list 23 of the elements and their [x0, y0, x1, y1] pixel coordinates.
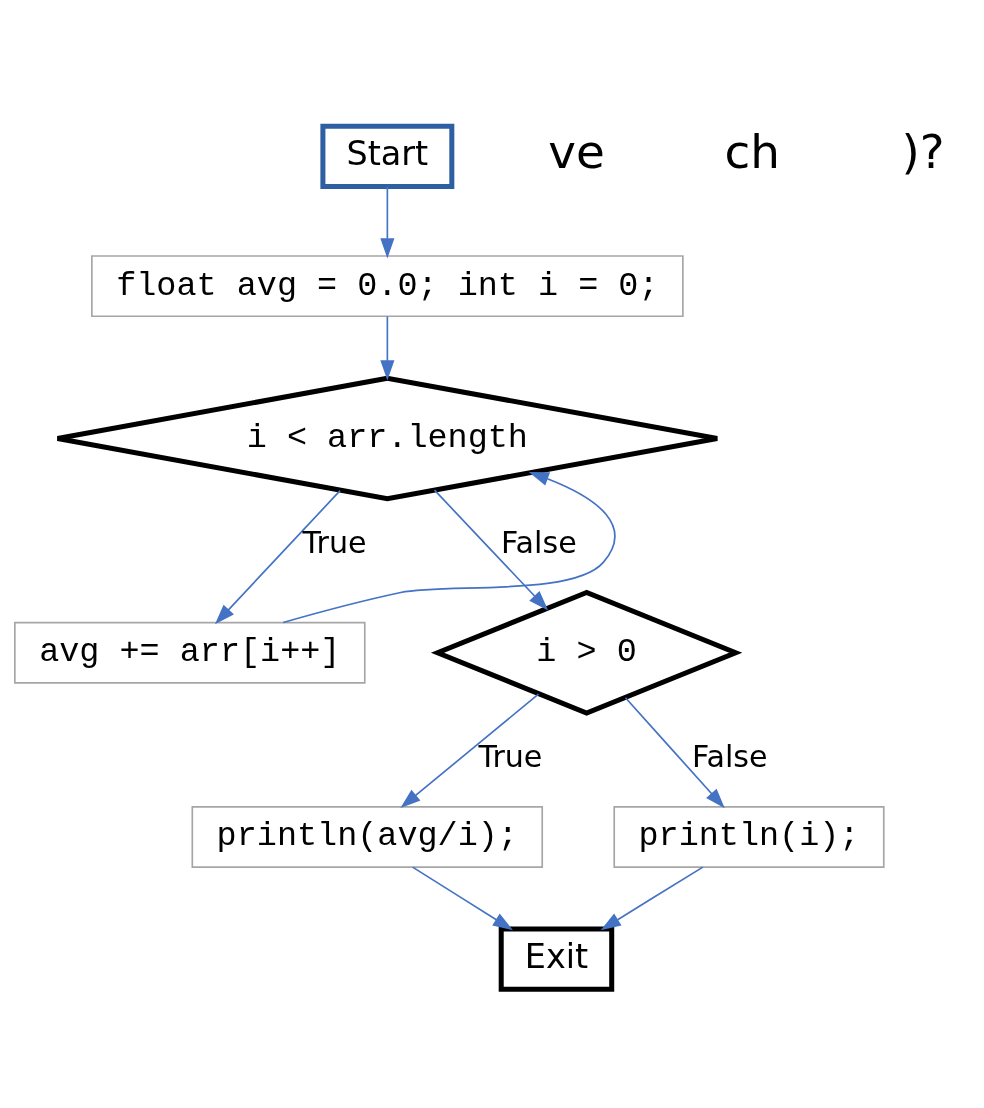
arrow: [600, 866, 704, 931]
arrow: [282, 471, 616, 624]
edge-label: True: [302, 525, 367, 560]
node-box: Start: [320, 123, 455, 189]
edge-label: False: [501, 525, 577, 560]
node-box: Exit: [498, 926, 615, 992]
label: ve: [548, 123, 605, 179]
arrow: [214, 489, 341, 625]
node-box: println(i);: [613, 805, 885, 868]
label: )?: [901, 123, 945, 179]
arrow: [433, 489, 549, 611]
arrow: [411, 866, 513, 931]
arrow: [624, 696, 725, 809]
label: ch: [724, 123, 781, 179]
arrow: [380, 185, 395, 259]
arrow: [380, 315, 395, 381]
edge-label: True: [478, 739, 543, 775]
node-box: float avg = 0.0; int i = 0;: [91, 255, 684, 318]
node-diamond: i < arr.length: [55, 375, 720, 502]
node-box: println(avg/i);: [191, 805, 544, 868]
node-box: avg += arr[i++]: [14, 621, 366, 684]
arrow: [400, 693, 540, 808]
edge-label: False: [691, 739, 768, 775]
